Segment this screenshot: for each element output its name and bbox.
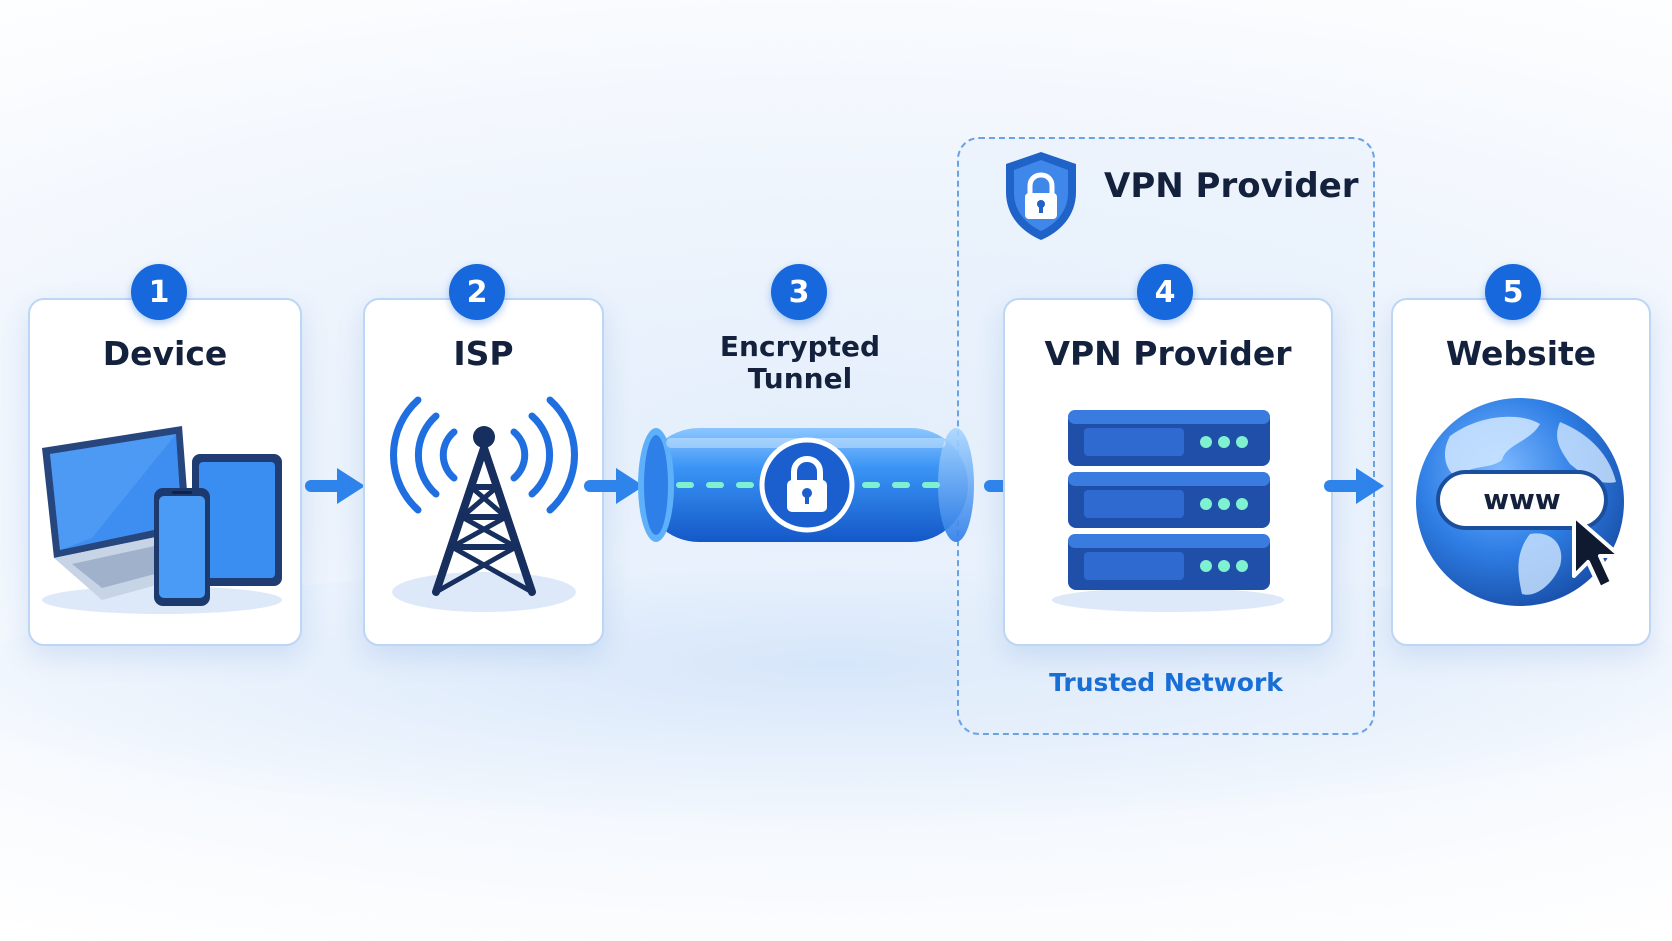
tunnel-lock-icon <box>626 420 988 554</box>
shield-lock-icon <box>1000 148 1082 248</box>
step-4-badge: 4 <box>1137 264 1193 320</box>
cell-tower-icon <box>384 382 584 622</box>
device-title: Device <box>102 334 228 373</box>
tunnel-title-line2: Tunnel <box>747 362 853 395</box>
vpn-provider-title: VPN Provider <box>1044 334 1292 373</box>
www-text: www <box>1483 483 1561 516</box>
step-3-badge: 3 <box>771 264 827 320</box>
tunnel-title-line1: Encrypted <box>719 330 881 363</box>
globe-www-icon: www <box>1410 394 1642 630</box>
step-5-badge: 5 <box>1485 264 1541 320</box>
arrow-device-to-isp <box>305 468 365 504</box>
arrow-vpn-to-website <box>1324 468 1384 504</box>
server-rack-icon <box>1040 404 1296 618</box>
step-2-badge: 2 <box>449 264 505 320</box>
website-title: Website <box>1445 334 1597 373</box>
isp-title: ISP <box>453 334 514 373</box>
trusted-network-label: Trusted Network <box>1049 668 1283 697</box>
zone-title: VPN Provider <box>1104 166 1359 206</box>
devices-icon <box>32 418 294 622</box>
step-1-badge: 1 <box>131 264 187 320</box>
arrow-isp-to-tunnel <box>584 468 644 504</box>
